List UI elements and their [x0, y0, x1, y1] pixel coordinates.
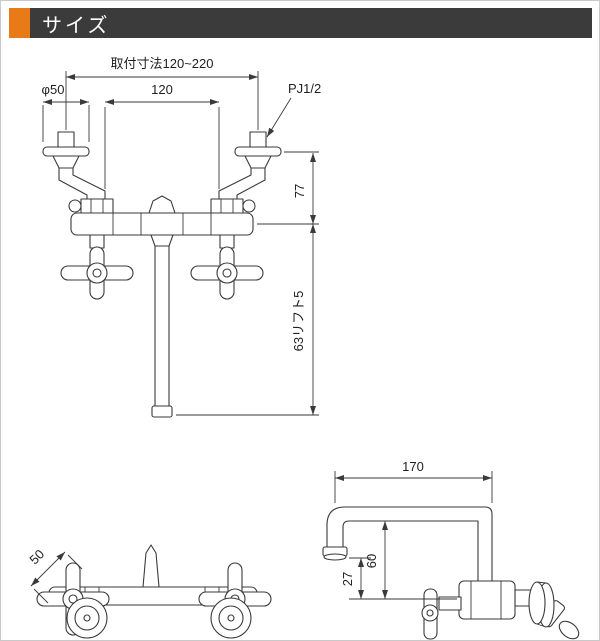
front-view-drawing: 取付寸法120~220 120 φ50 PJ1/2: [42, 56, 321, 418]
plan-spout-cap: [142, 544, 160, 588]
dim-label-mount-pitch: 取付寸法120~220: [111, 56, 214, 71]
outlet-clearance-dimension: 27: [340, 557, 371, 599]
dim-label-spout-reach: 170: [402, 459, 424, 474]
dim-label-spout-drop: 63リフト5: [291, 291, 306, 352]
down-spout: [150, 234, 174, 418]
spout-reach-dimension: 170: [334, 459, 493, 503]
left-inlet-assembly: [42, 131, 114, 214]
side-view-drawing: 170 60 27: [322, 459, 580, 640]
dim-label-outlet-clearance: 27: [340, 572, 355, 586]
header-title-bar: サイズ: [30, 8, 592, 38]
thread-size-callout: PJ1/2: [266, 81, 321, 138]
right-cross-handle: [190, 234, 264, 300]
section-header: サイズ: [9, 8, 592, 38]
side-handle: [421, 588, 462, 640]
section-title: サイズ: [42, 12, 111, 37]
side-valve-body: [458, 580, 516, 620]
dim-label-thread-size: PJ1/2: [288, 81, 321, 96]
inlet-height-dimension: 77: [257, 151, 319, 225]
inlet-pitch-dimension: 120: [104, 82, 220, 189]
plan-view-drawing: 50: [26, 544, 272, 639]
spout-drop-dimension: 63リフト5: [176, 224, 319, 416]
plan-right-flange: [210, 597, 252, 639]
side-spout: [322, 506, 493, 585]
mount-pitch-dimension: 取付寸法120~220: [65, 56, 259, 130]
dim-label-inlet-pitch: 120: [151, 82, 173, 97]
dim-label-depth: 50: [26, 546, 47, 567]
dim-label-spout-height: 60: [364, 554, 379, 568]
spout-height-dimension: 60: [349, 521, 457, 600]
valve-body: [70, 195, 254, 236]
left-cross-handle: [60, 234, 134, 300]
header-accent-bar: [9, 8, 30, 38]
dim-label-flange-diameter: φ50: [42, 82, 65, 97]
plan-left-flange: [66, 597, 108, 639]
side-wall-mount: [514, 581, 580, 640]
flange-diameter-dimension: φ50: [42, 82, 90, 142]
right-inlet-assembly: [210, 131, 282, 214]
dim-label-inlet-height: 77: [292, 184, 307, 198]
